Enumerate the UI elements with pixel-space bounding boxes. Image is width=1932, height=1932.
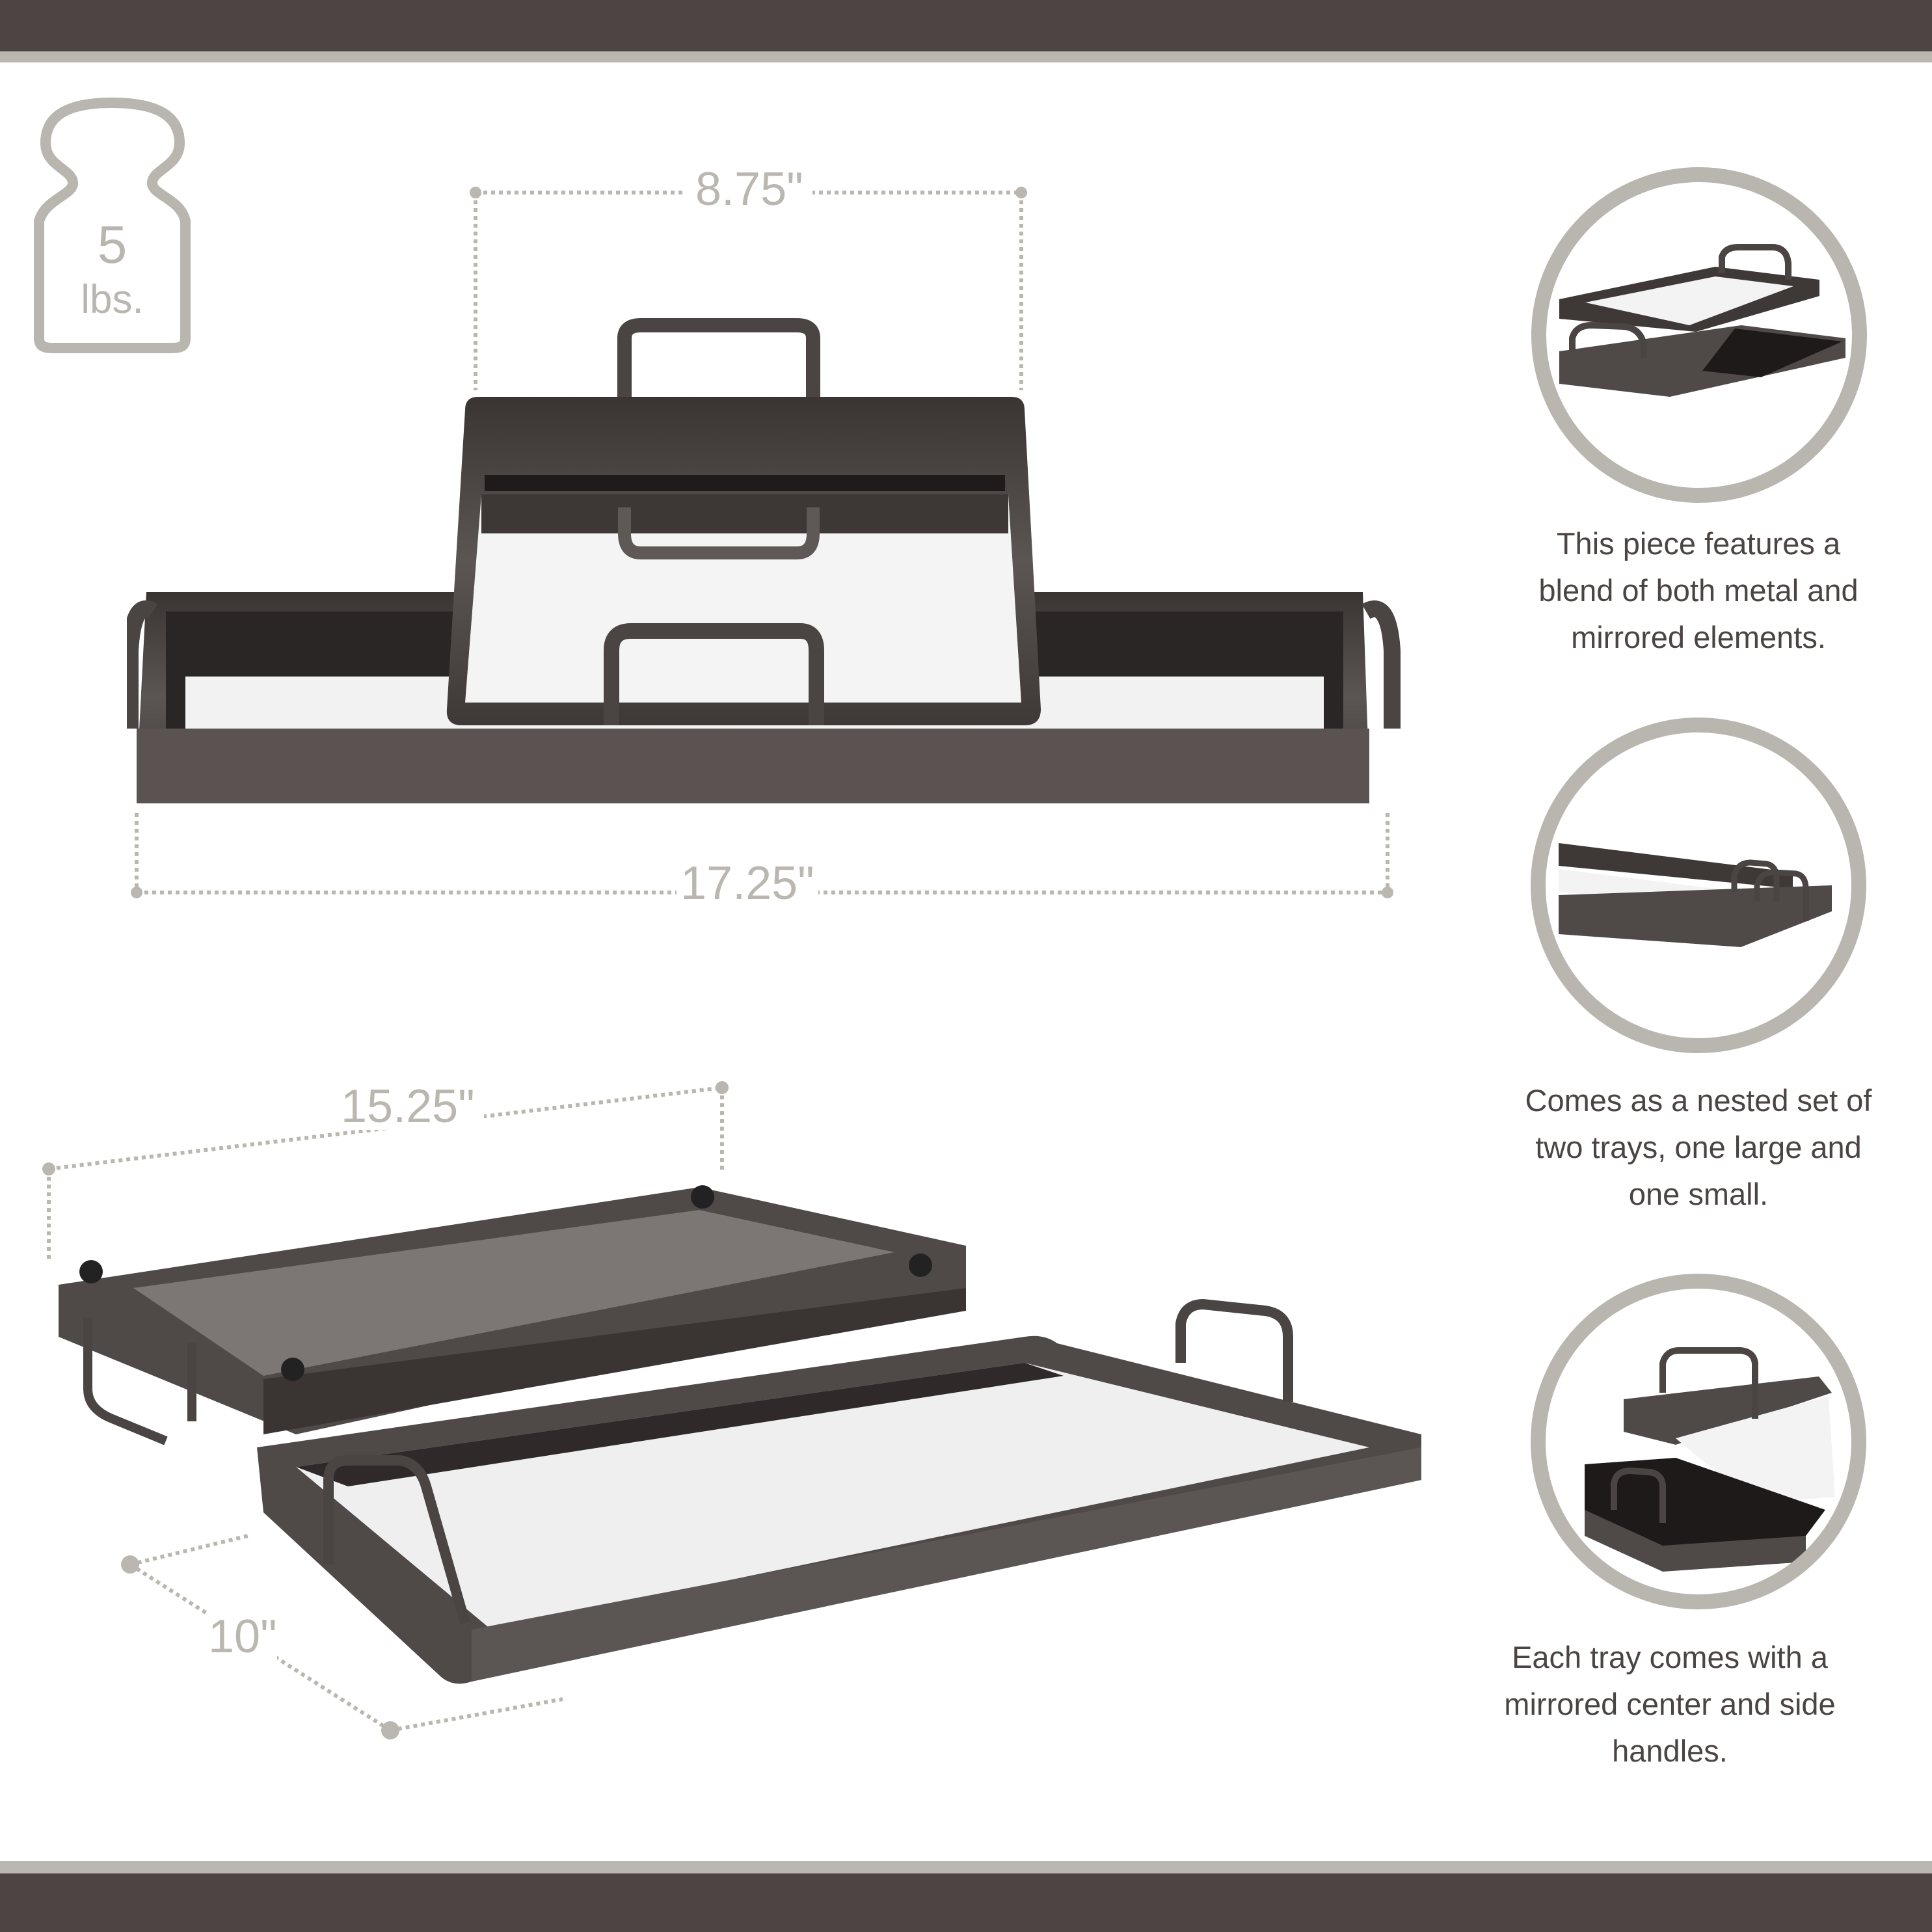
weight-value: 5 <box>97 215 127 275</box>
caption-line: Each tray comes with a <box>1512 1640 1828 1674</box>
stacked-trays-side-icon <box>1559 843 1832 947</box>
nested-trays-closeup-icon <box>1559 244 1845 397</box>
small-tray-width-label: 8.75" <box>686 166 812 213</box>
caption-line: Comes as a nested set of <box>1525 1083 1872 1118</box>
feature-caption-3: Each tray comes with a mirrored center a… <box>1462 1634 1878 1775</box>
feature-image-tray-handles <box>1531 1274 1866 1609</box>
feature-caption-2: Comes as a nested set of two trays, one … <box>1490 1077 1907 1218</box>
feature-image-stacked-trays <box>1531 718 1866 1053</box>
footer-accent-band <box>0 1861 1932 1873</box>
header-band <box>0 0 1932 51</box>
weight-icon <box>34 98 191 353</box>
nested-trays-front-photo <box>127 318 1401 803</box>
tray-handles-closeup-icon <box>1585 1347 1835 1572</box>
footer-band <box>0 1873 1932 1932</box>
caption-line: This piece features a <box>1556 526 1841 561</box>
caption-line: one small. <box>1628 1177 1769 1211</box>
header-accent-band <box>0 51 1932 62</box>
caption-line: mirrored elements. <box>1571 620 1826 654</box>
large-tray-depth-label: 10" <box>208 1611 277 1663</box>
large-tray-width-label: 17.25" <box>677 860 818 907</box>
caption-line: two trays, one large and <box>1535 1130 1862 1164</box>
caption-line: handles. <box>1612 1734 1728 1768</box>
caption-line: blend of both metal and <box>1538 573 1858 608</box>
trays-angled-photo <box>59 1185 1421 1684</box>
large-tray-length-label: 15.25" <box>332 1083 484 1130</box>
weight-unit: lbs. <box>81 277 144 322</box>
feature-caption-1: This piece features a blend of both meta… <box>1490 520 1907 661</box>
feature-image-nested-trays <box>1531 167 1867 503</box>
caption-line: mirrored center and side <box>1504 1687 1836 1721</box>
